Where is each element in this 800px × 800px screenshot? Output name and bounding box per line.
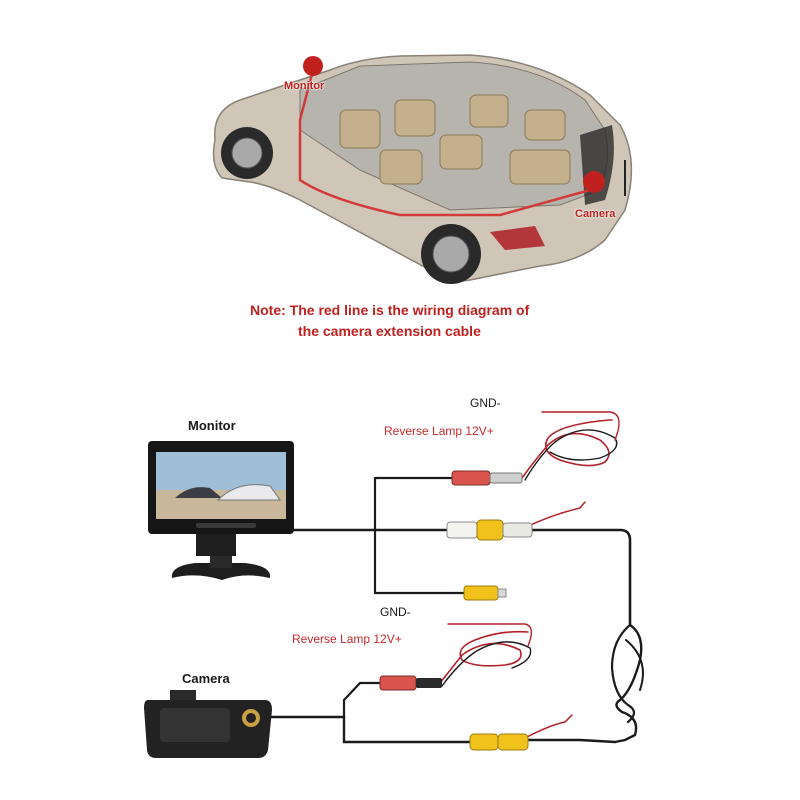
camera-gnd-label: GND- [380,605,411,619]
camera-reverse-label: Reverse Lamp 12V+ [292,632,402,646]
camera-rca-plug [469,733,499,751]
camera-power-plug [379,675,417,691]
note-line-1: Note: The red line is the wiring diagram… [250,302,530,318]
monitor-reverse-label: Reverse Lamp 12V+ [384,424,494,438]
monitor-rca-end [463,585,499,601]
connectors [379,470,533,751]
monitor-title: Monitor [188,418,236,433]
note-line-2: the camera extension cable [298,323,481,339]
camera-title: Camera [182,671,230,686]
car-illustration [212,54,633,284]
car-monitor-tag: Monitor [284,80,325,92]
monitor-power-plug [451,470,491,486]
car-camera-tag: Camera [575,208,616,220]
monitor-gnd-label: GND- [470,396,501,410]
monitor-rca-plug [446,521,478,539]
camera-device [144,690,272,758]
monitor-device [148,441,294,580]
wiring-note: Note: The red line is the wiring diagram… [250,300,529,342]
